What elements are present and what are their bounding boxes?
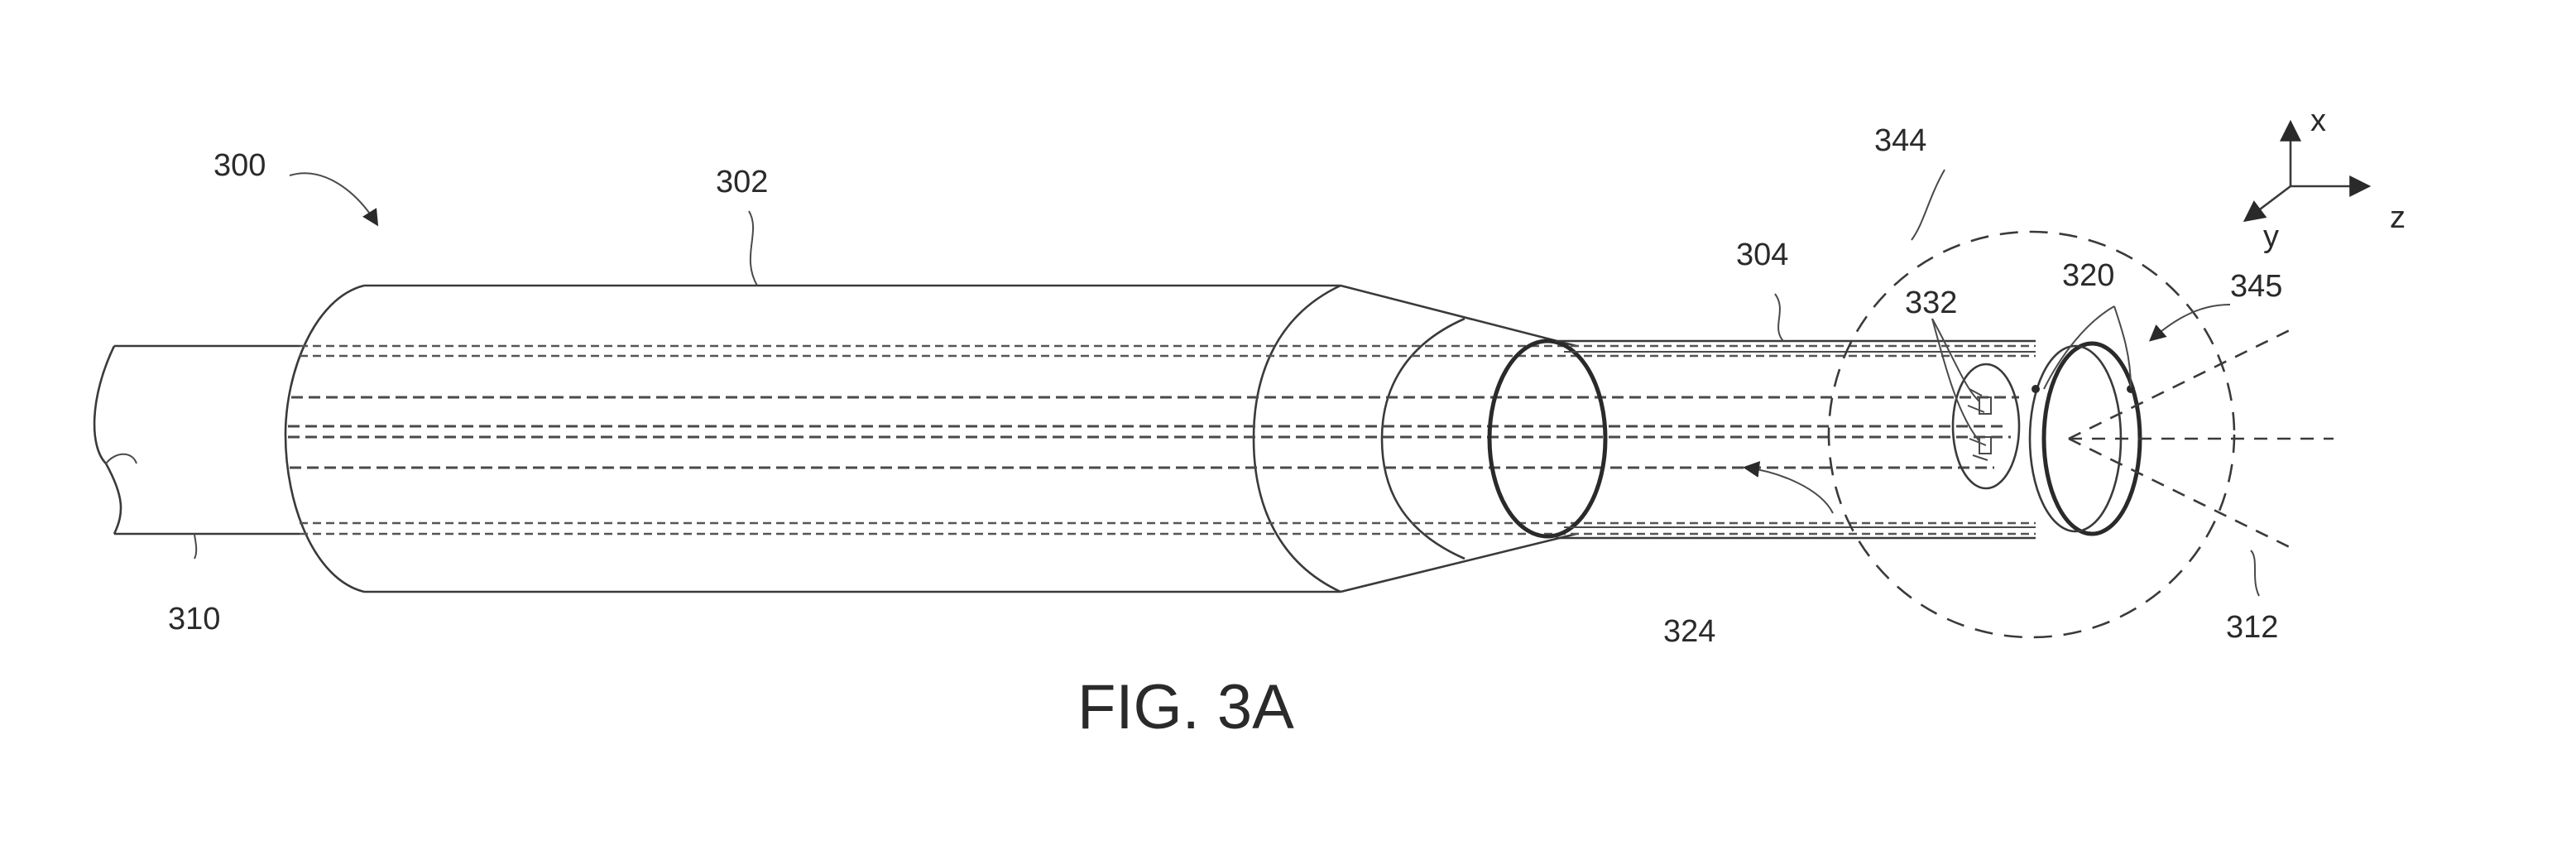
label-beam-arrow: 345 [2230,269,2282,304]
input-cable [93,344,300,536]
label-output-beam: 312 [2226,610,2278,645]
label-lens: 320 [2062,258,2114,293]
output-beam-cone [2068,325,2334,552]
distal-tip [1951,341,2142,536]
coordinate-axes: x y z [2243,103,2406,254]
label-fibers: 324 [1663,614,1715,649]
label-device: 300 [213,148,266,183]
axis-label-z: z [2390,200,2406,235]
handle-body [284,284,1577,593]
label-fiber-ends: 332 [1905,286,1957,320]
detail-circle [1827,230,2236,639]
label-detail-region: 344 [1874,123,1926,158]
label-shaft: 304 [1736,238,1788,272]
fiber-bundle [288,344,2036,536]
label-input-cable: 310 [168,602,220,636]
axis-label-y: y [2263,219,2279,254]
leader-lines [194,169,2260,597]
label-handle: 302 [716,165,768,199]
axis-label-x: x [2310,103,2326,138]
figure-caption: FIG. 3A [1077,672,1294,742]
shaft [1487,339,2036,540]
